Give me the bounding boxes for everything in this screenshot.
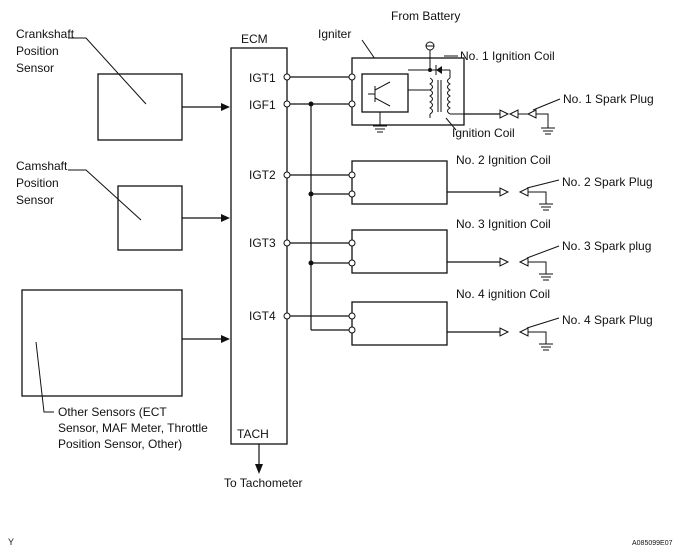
ignition-coil-leader-line	[445, 117, 457, 131]
coil1-output-arrow	[499, 109, 510, 119]
igt1-terminal	[283, 73, 291, 81]
ecm-label: ECM	[241, 32, 268, 46]
crankshaft-sensor-box	[97, 73, 183, 141]
crankshaft-label-3: Sensor	[16, 61, 54, 75]
other-sensors-label-3: Position Sensor, Other)	[58, 437, 182, 451]
plug4-leader-line	[526, 317, 560, 329]
igt3-label: IGT3	[249, 236, 276, 250]
plug3-ground-lead	[528, 261, 547, 274]
other-sensors-box	[21, 289, 183, 397]
coil1-label: No. 1 Ignition Coil	[460, 49, 555, 63]
plug1-leader-line	[532, 98, 561, 111]
plug3-electrode	[518, 257, 529, 267]
igf1-terminal	[283, 100, 291, 108]
crankshaft-sensor: Crankshaft Position Sensor	[16, 27, 230, 141]
coil3-label: No. 3 Ignition Coil	[456, 217, 551, 231]
ecm: ECM IGT1 IGF1 IGT2 IGT3 IGT4 TACH To Tac…	[224, 32, 303, 490]
plug1-electrode	[526, 109, 537, 119]
other-sensors-label-1: Other Sensors (ECT	[58, 405, 167, 419]
secondary-winding	[447, 77, 451, 115]
ignition-coil-label: Ignition Coil	[452, 126, 515, 140]
other-sensors-label-2: Sensor, MAF Meter, Throttle	[58, 421, 208, 435]
coil3-igt-terminal	[348, 239, 356, 247]
plug1-label: No. 1 Spark Plug	[563, 92, 654, 106]
plug2-leader-line	[526, 179, 560, 189]
coil2-label: No. 2 Ignition Coil	[456, 153, 551, 167]
plug4-label: No. 4 Spark Plug	[562, 313, 653, 327]
igf-junction-1	[308, 101, 314, 107]
coil4-igt-terminal	[348, 312, 356, 320]
camshaft-label-2: Position	[16, 176, 59, 190]
coil2-igt-terminal	[348, 171, 356, 179]
other-sensors-leader-line	[35, 341, 54, 413]
igt2-terminal	[283, 171, 291, 179]
coil4-igf-terminal	[348, 326, 356, 334]
ignition-coil-3: No. 3 Ignition Coil No. 3 Spark plug	[348, 217, 651, 281]
plug4-ground-lead	[528, 331, 547, 344]
crankshaft-label-1: Crankshaft	[16, 27, 75, 41]
camshaft-label-3: Sensor	[16, 193, 54, 207]
other-sensors-signal-arrow	[221, 335, 230, 343]
from-battery-label: From Battery	[391, 9, 460, 23]
plug1-ground-lead	[536, 113, 549, 128]
coil3-igf-terminal	[348, 259, 356, 267]
other-sensors: Other Sensors (ECT Sensor, MAF Meter, Th…	[21, 289, 230, 451]
plug3-leader-line	[526, 245, 560, 259]
igt2-label: IGT2	[249, 168, 276, 182]
crankshaft-label-2: Position	[16, 44, 59, 58]
igt3-terminal	[283, 239, 291, 247]
plug2-electrode	[518, 187, 529, 197]
transistor-collector	[374, 81, 391, 91]
coil3-output-arrow	[499, 257, 510, 267]
tach-arrow	[255, 464, 263, 474]
coil2-box	[351, 160, 448, 205]
coil4-box	[351, 301, 448, 346]
igt4-terminal	[283, 312, 291, 320]
camshaft-sensor: Camshaft Position Sensor	[16, 159, 230, 251]
figure-code: A085099E07	[632, 540, 673, 547]
coil1-igf-terminal	[348, 100, 356, 108]
coil4-label: No. 4 ignition Coil	[456, 287, 550, 301]
igniter-label: Igniter	[318, 27, 351, 41]
ignition-coil-4: No. 4 ignition Coil No. 4 Spark Plug	[348, 287, 653, 351]
igf1-label: IGF1	[249, 98, 276, 112]
transistor-emitter	[374, 97, 391, 107]
plug3-label: No. 3 Spark plug	[562, 239, 651, 253]
corner-left-mark: Y	[8, 537, 14, 547]
camshaft-leader-line	[68, 169, 142, 221]
plug2-label: No. 2 Spark Plug	[562, 175, 653, 189]
camshaft-sensor-box	[117, 185, 183, 251]
ignition-coil-2: No. 2 Ignition Coil No. 2 Spark Plug	[348, 153, 653, 211]
coil1-igt-terminal	[348, 73, 356, 81]
to-tachometer-label: To Tachometer	[224, 476, 303, 490]
coil2-output-arrow	[499, 187, 510, 197]
igt1-label: IGT1	[249, 71, 276, 85]
plug2-ground-lead	[528, 191, 547, 204]
ignition-coil-1: From Battery Igniter No. 1 Ignition Coil	[318, 9, 654, 140]
camshaft-label-1: Camshaft	[16, 159, 68, 173]
ecm-wiring	[283, 73, 352, 331]
crankshaft-signal-arrow	[221, 103, 230, 111]
tach-label: TACH	[237, 427, 269, 441]
camshaft-signal-arrow	[221, 214, 230, 222]
diode-symbol	[436, 66, 442, 74]
primary-winding	[429, 77, 433, 115]
igt4-label: IGT4	[249, 309, 276, 323]
coil4-output-arrow	[499, 327, 510, 337]
igniter-box	[361, 73, 409, 113]
plug4-electrode	[518, 327, 529, 337]
crankshaft-leader-line	[68, 37, 147, 105]
coil3-box	[351, 229, 448, 274]
coil2-igf-terminal	[348, 190, 356, 198]
plug1-gap-arrow	[508, 109, 519, 119]
